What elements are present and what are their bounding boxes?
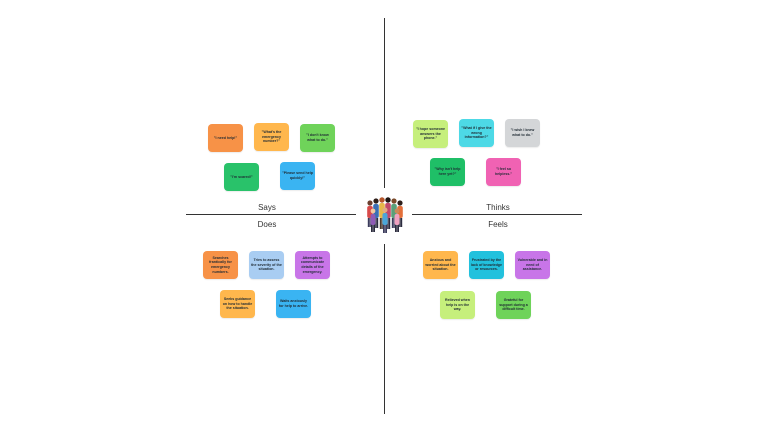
sticky-note-says-1[interactable]: "I need help!" [208, 124, 243, 152]
sticky-note-feels-4[interactable]: Relieved when help is on the way. [440, 291, 475, 319]
sticky-note-does-2[interactable]: Tries to assess the severity of the situ… [249, 251, 284, 279]
label-says: Says [258, 203, 276, 212]
horizontal-axis-right [412, 214, 582, 215]
vertical-axis-top [384, 18, 385, 188]
sticky-note-does-3[interactable]: Attempts to communicate details of the e… [295, 251, 330, 279]
sticky-note-thinks-2[interactable]: "What if I give the wrong information?" [459, 119, 494, 147]
vertical-axis-bottom [384, 244, 385, 414]
label-thinks: Thinks [486, 203, 510, 212]
horizontal-axis-left [186, 214, 356, 215]
sticky-note-thinks-5[interactable]: "I feel so helpless." [486, 158, 521, 186]
sticky-note-does-1[interactable]: Searches frantically for emergency numbe… [203, 251, 238, 279]
sticky-note-thinks-1[interactable]: "I hope someone answers the phone." [413, 120, 448, 148]
sticky-note-says-5[interactable]: "Please send help quickly!" [280, 162, 315, 190]
sticky-note-feels-1[interactable]: Anxious and worried about the situation. [423, 251, 458, 279]
label-does: Does [257, 220, 277, 229]
people-group-icon [367, 197, 403, 233]
sticky-note-thinks-3[interactable]: "I wish I knew what to do." [505, 119, 540, 147]
sticky-note-does-4[interactable]: Seeks guidance on how to handle the situ… [220, 290, 255, 318]
sticky-note-feels-5[interactable]: Grateful for support during a difficult … [496, 291, 531, 319]
sticky-note-does-5[interactable]: Waits anxiously for help to arrive. [276, 290, 311, 318]
sticky-note-feels-2[interactable]: Frustrated by the lack of knowledge or r… [469, 251, 504, 279]
sticky-note-says-3[interactable]: "I don't know what to do." [300, 124, 335, 152]
sticky-note-says-4[interactable]: "I'm scared!" [224, 163, 259, 191]
sticky-note-says-2[interactable]: "What's the emergency number?" [254, 123, 289, 151]
sticky-note-thinks-4[interactable]: "Why isn't help here yet?" [430, 158, 465, 186]
sticky-note-feels-3[interactable]: Vulnerable and in need of assistance. [515, 251, 550, 279]
label-feels: Feels [488, 220, 508, 229]
